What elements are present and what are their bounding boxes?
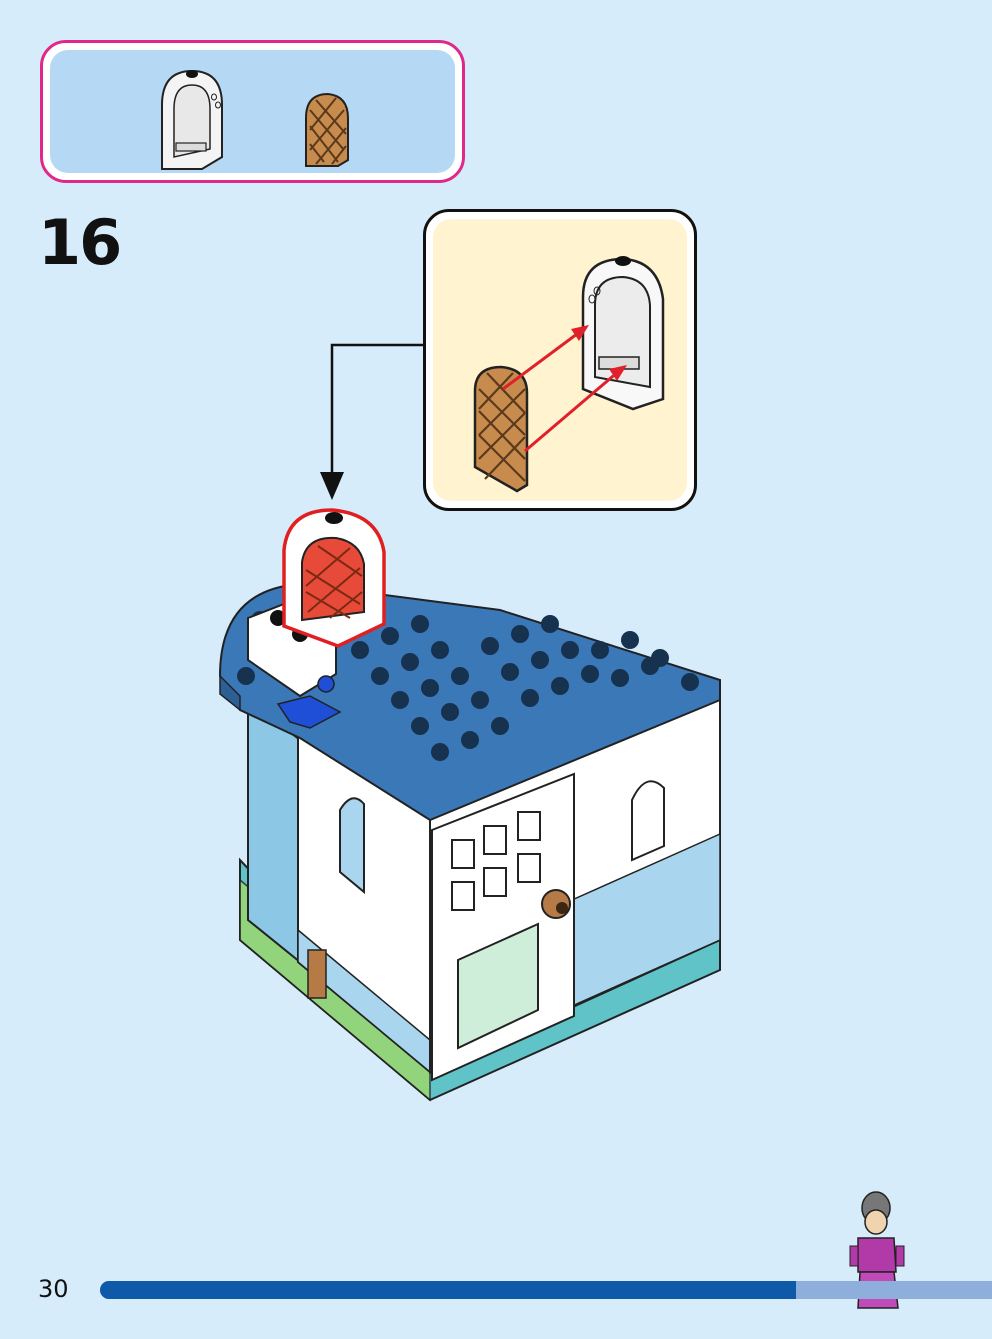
progress-bar [100,1281,992,1299]
callout-inner [433,219,687,501]
white-arch-window-frame-icon [161,69,223,170]
brown-lattice-window-pane-icon [305,92,349,167]
parts-list-inner [50,50,455,173]
main-model-illustration [218,508,721,1102]
progress-bar-fill [100,1281,796,1299]
page-number: 30 [38,1275,69,1303]
parts-list-box [40,40,465,183]
sub-assembly-callout [423,209,697,511]
callout-assembly-illustration [473,256,665,493]
callout-connector-arrow [320,343,424,500]
step-number: 16 [38,206,122,279]
